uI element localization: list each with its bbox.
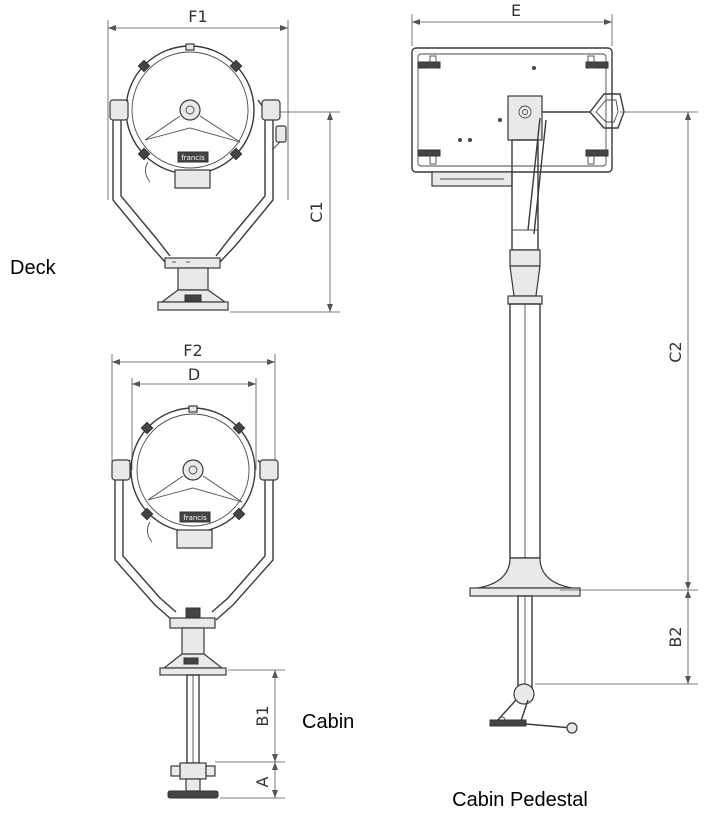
- dimension-label-f1: F1: [188, 7, 207, 26]
- dimension-label-d: D: [188, 365, 200, 384]
- dimension-f2: F2: [111, 341, 276, 470]
- cabin-searchlight-view: F2 D francis: [111, 341, 285, 799]
- dimension-d: D: [131, 365, 257, 470]
- dimension-label-c2: C2: [666, 341, 685, 362]
- dimension-e: E: [411, 1, 613, 46]
- dimension-b1: B1: [215, 669, 285, 763]
- dimension-label-a: A: [253, 776, 272, 787]
- cabin-pedestal-label: Cabin Pedestal: [452, 789, 588, 811]
- dimension-c1: C1: [230, 111, 340, 313]
- dimension-a: A: [220, 762, 285, 799]
- cabin-logo-plate: francis: [183, 514, 207, 522]
- dimension-label-b2: B2: [666, 626, 685, 647]
- dimension-f1: F1: [107, 7, 289, 200]
- cabin-pedestal-searchlight-view: E: [411, 1, 698, 734]
- dimension-b2: B2: [535, 590, 698, 685]
- cabin-label: Cabin: [302, 711, 354, 733]
- dimension-c2: C2: [560, 111, 698, 591]
- deck-logo-plate: francis: [181, 154, 205, 162]
- dimension-label-e: E: [511, 1, 521, 20]
- dimension-label-b1: B1: [253, 705, 272, 726]
- deck-label: Deck: [10, 257, 57, 279]
- dimension-label-c1: C1: [307, 201, 326, 222]
- deck-searchlight-view: F1 francis: [107, 7, 340, 313]
- dimension-label-f2: F2: [183, 341, 202, 360]
